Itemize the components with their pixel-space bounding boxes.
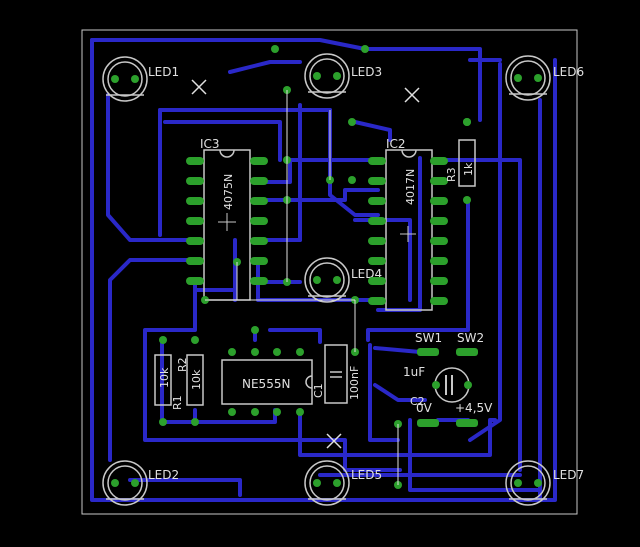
- c1-name: C1: [312, 383, 325, 398]
- ic2-footprint: IC2 4017N: [368, 137, 448, 311]
- led2-label: LED2: [148, 468, 179, 482]
- led7-label: LED7: [553, 468, 584, 482]
- r1-value: 10k: [158, 367, 171, 388]
- r2-value: 10k: [190, 369, 203, 390]
- r3-name: R3: [445, 167, 458, 182]
- r2-footprint: R2 10k: [176, 336, 204, 426]
- supply-0v-label: 0V: [416, 401, 433, 415]
- trace: [228, 60, 302, 74]
- sw2-label: SW2: [457, 331, 484, 345]
- r3-value: 1k: [462, 162, 475, 176]
- c1-value: 100nF: [348, 366, 361, 400]
- trace: [163, 120, 282, 162]
- c2-name: C2: [410, 395, 425, 408]
- trace: [366, 198, 470, 342]
- r2-name: R2: [176, 357, 189, 372]
- trace: [436, 158, 522, 472]
- ic3-footprint: IC3 4075N: [186, 137, 268, 301]
- airwires: [205, 90, 399, 485]
- trace: [368, 343, 400, 442]
- ic3-value: 4075N: [222, 174, 235, 210]
- mounting-marks: [191, 79, 420, 449]
- led3: [304, 53, 350, 99]
- r1-footprint: 10k R1: [154, 336, 184, 426]
- trace: [256, 188, 380, 202]
- trace: [108, 258, 197, 462]
- led-pads: [111, 72, 542, 487]
- led-footprints: [102, 53, 551, 506]
- ic1-value: NE555N: [242, 377, 290, 391]
- board-outline: [81, 29, 578, 515]
- c2-footprint: 1uF C2: [403, 365, 472, 408]
- trace: [106, 93, 197, 242]
- led1: [102, 56, 148, 102]
- led6-label: LED6: [553, 65, 584, 79]
- r1-name: R1: [171, 395, 184, 410]
- led5: [304, 460, 350, 506]
- led2: [102, 460, 148, 506]
- trace: [128, 478, 242, 497]
- led7: [505, 460, 551, 506]
- trace: [468, 62, 502, 442]
- ic3-name: IC3: [200, 137, 220, 151]
- trace: [256, 158, 380, 184]
- c1-footprint: C1 100nF: [312, 344, 361, 404]
- supply-plus-label: +4,5V: [455, 401, 493, 415]
- c2-value: 1uF: [403, 365, 425, 379]
- trace: [373, 383, 427, 402]
- ic2-value: 4017N: [404, 169, 417, 205]
- sw1-label: SW1: [415, 331, 442, 345]
- trace: [268, 328, 322, 344]
- trace: [353, 120, 392, 142]
- trace: [298, 408, 497, 457]
- led3-label: LED3: [351, 65, 382, 79]
- trace: [90, 38, 502, 502]
- ic1-footprint: NE555N: [221, 348, 313, 416]
- led1-label: LED1: [148, 65, 179, 79]
- trace: [498, 58, 557, 502]
- led5-label: LED5: [351, 468, 382, 482]
- trace: [408, 418, 542, 492]
- led4: [304, 257, 350, 303]
- trace: [160, 338, 197, 424]
- switch-pads: SW1 SW2 0V +4,5V: [415, 331, 493, 427]
- led6: [505, 55, 551, 101]
- ic2-name: IC2: [386, 137, 406, 151]
